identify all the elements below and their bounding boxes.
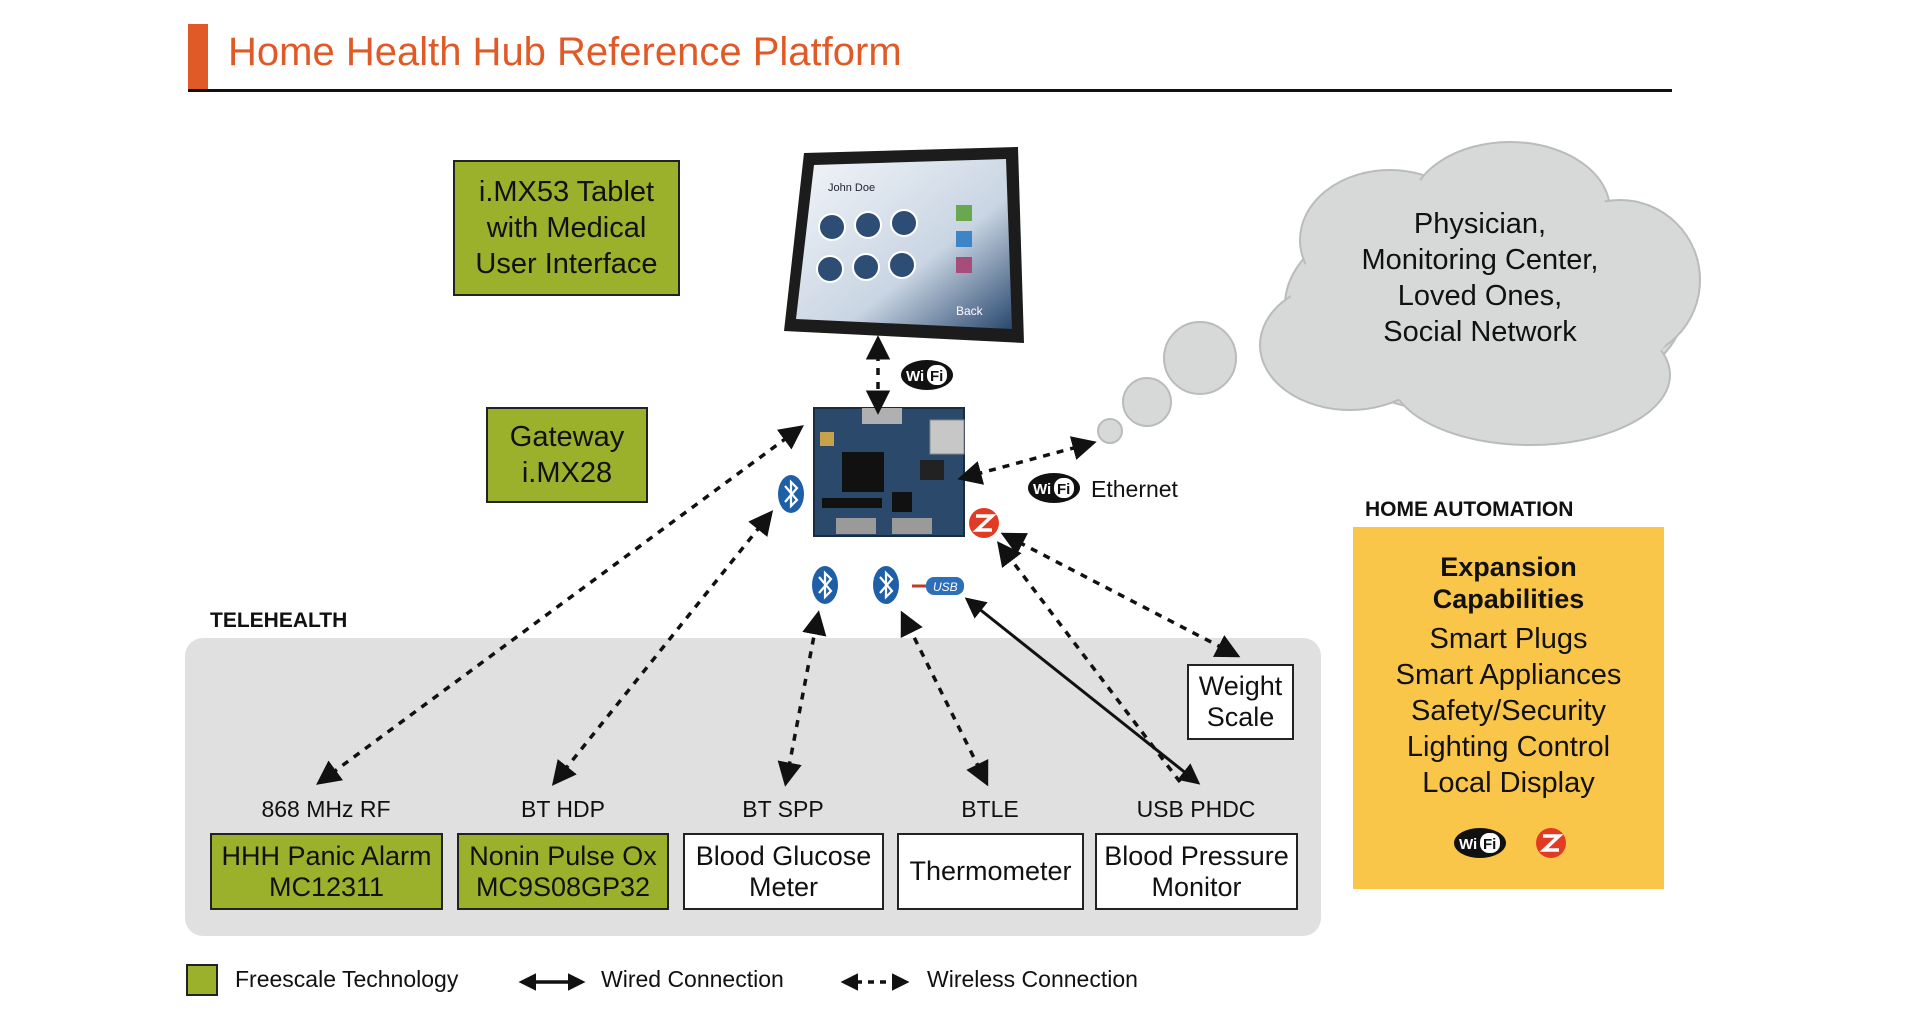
weight-scale-box: Weight Scale: [1187, 664, 1294, 740]
cloud-line: Social Network: [1383, 316, 1577, 348]
zigbee-icon: [969, 508, 999, 538]
wifi-icon: Wi Fi: [1454, 828, 1506, 858]
wifi-icon: Wi Fi: [1028, 473, 1080, 503]
tablet-label-line: User Interface: [475, 248, 658, 280]
tablet-screen-user: John Doe: [828, 182, 875, 194]
gateway-board-image: [813, 407, 965, 537]
usb-wired-link: [964, 597, 1201, 785]
ethernet-link: [957, 436, 1097, 485]
expansion-heading: Expansion Capabilities: [1353, 551, 1664, 615]
cloud-text: Physician, Monitoring Center, Loved Ones…: [1300, 206, 1660, 350]
device-name-line: MC12311: [268, 871, 385, 902]
expansion-item: Safety/Security: [1410, 695, 1607, 727]
tablet-label-line: i.MX53 Tablet: [478, 176, 655, 208]
title-accent-bar: [188, 24, 208, 92]
cloud-line: Monitoring Center,: [1361, 244, 1599, 276]
device-name-line: Meter: [748, 871, 818, 902]
zigbee-weight-link: [1000, 532, 1241, 658]
protocol-label: USB PHDC: [1136, 796, 1256, 822]
glucose-link: [777, 610, 827, 787]
home-automation-heading: HOME AUTOMATION: [1365, 498, 1574, 521]
device-name-line: MC9S08GP32: [475, 871, 651, 902]
expansion-item: Local Display: [1422, 767, 1595, 799]
thermometer-link: [900, 610, 989, 787]
expansion-heading-line: Capabilities: [1432, 584, 1585, 614]
legend-freescale-label: Freescale Technology: [235, 966, 459, 992]
protocol-label: BT HDP: [521, 796, 605, 822]
ethernet-label: Ethernet: [1091, 476, 1178, 502]
legend-wired-arrow: [518, 973, 586, 991]
svg-text:Wi: Wi: [1459, 836, 1477, 853]
panic-alarm-link: [316, 425, 804, 785]
expansion-list: Smart Plugs Smart Appliances Safety/Secu…: [1353, 621, 1664, 801]
device-name-line: Blood Glucose: [695, 840, 872, 871]
zigbee-icon: [1536, 828, 1566, 858]
svg-text:Wi: Wi: [1033, 481, 1051, 498]
home-automation-panel: Expansion Capabilities Smart Plugs Smart…: [1353, 527, 1664, 889]
protocol-label: BT SPP: [742, 796, 824, 822]
protocol-label: 868 MHz RF: [261, 796, 391, 822]
svg-text:Fi: Fi: [930, 368, 943, 385]
device-name-line: Thermometer: [909, 856, 1072, 886]
bluetooth-icon: [873, 566, 899, 604]
legend-wireless-arrow: [840, 973, 910, 991]
device-name-line: Blood Pressure: [1104, 840, 1289, 871]
pulse-ox-link: [551, 510, 774, 786]
cloud-line: Loved Ones,: [1397, 280, 1563, 312]
device-box-glucose-meter: Blood Glucose Meter: [683, 833, 884, 910]
legend-wired-label: Wired Connection: [601, 966, 784, 992]
svg-text:Fi: Fi: [1057, 481, 1070, 498]
protocol-label: BTLE: [961, 796, 1019, 822]
telehealth-heading: TELEHEALTH: [210, 609, 348, 632]
weight-scale-line: Scale: [1206, 702, 1275, 732]
tablet-screen-back: Back: [956, 304, 984, 318]
legend-wireless-label: Wireless Connection: [927, 966, 1138, 992]
svg-text:Wi: Wi: [906, 368, 924, 385]
device-box-thermometer: Thermometer: [897, 833, 1084, 910]
device-box-pulse-ox: Nonin Pulse Ox MC9S08GP32: [457, 833, 669, 910]
device-name-line: HHH Panic Alarm: [221, 840, 432, 871]
bluetooth-icon: [778, 475, 804, 513]
expansion-item: Smart Plugs: [1429, 623, 1588, 655]
expansion-heading-line: Expansion: [1440, 552, 1577, 582]
tablet-label-line: with Medical: [486, 212, 647, 244]
usb-icon: USB: [912, 577, 964, 595]
weight-scale-line: Weight: [1198, 671, 1283, 701]
cloud-line: Physician,: [1413, 208, 1547, 240]
wifi-icon: Wi Fi: [901, 360, 953, 390]
cloud-shape: [1097, 141, 1701, 446]
expansion-item: Smart Appliances: [1395, 659, 1622, 691]
device-name-line: Nonin Pulse Ox: [469, 840, 657, 871]
tablet-label-box: i.MX53 Tablet with Medical User Interfac…: [453, 160, 680, 296]
legend-freescale-swatch: [186, 964, 218, 996]
svg-text:Fi: Fi: [1483, 836, 1496, 853]
svg-text:USB: USB: [933, 580, 958, 594]
device-box-bp-monitor: Blood Pressure Monitor: [1095, 833, 1298, 910]
page-title: Home Health Hub Reference Platform: [228, 30, 902, 74]
title-rule: [188, 89, 1672, 92]
device-name-line: Monitor: [1151, 871, 1242, 902]
tablet-image: John Doe Back: [784, 147, 1024, 343]
expansion-item: Lighting Control: [1406, 731, 1611, 763]
device-box-panic-alarm: HHH Panic Alarm MC12311: [210, 833, 443, 910]
bluetooth-icon: [812, 566, 838, 604]
